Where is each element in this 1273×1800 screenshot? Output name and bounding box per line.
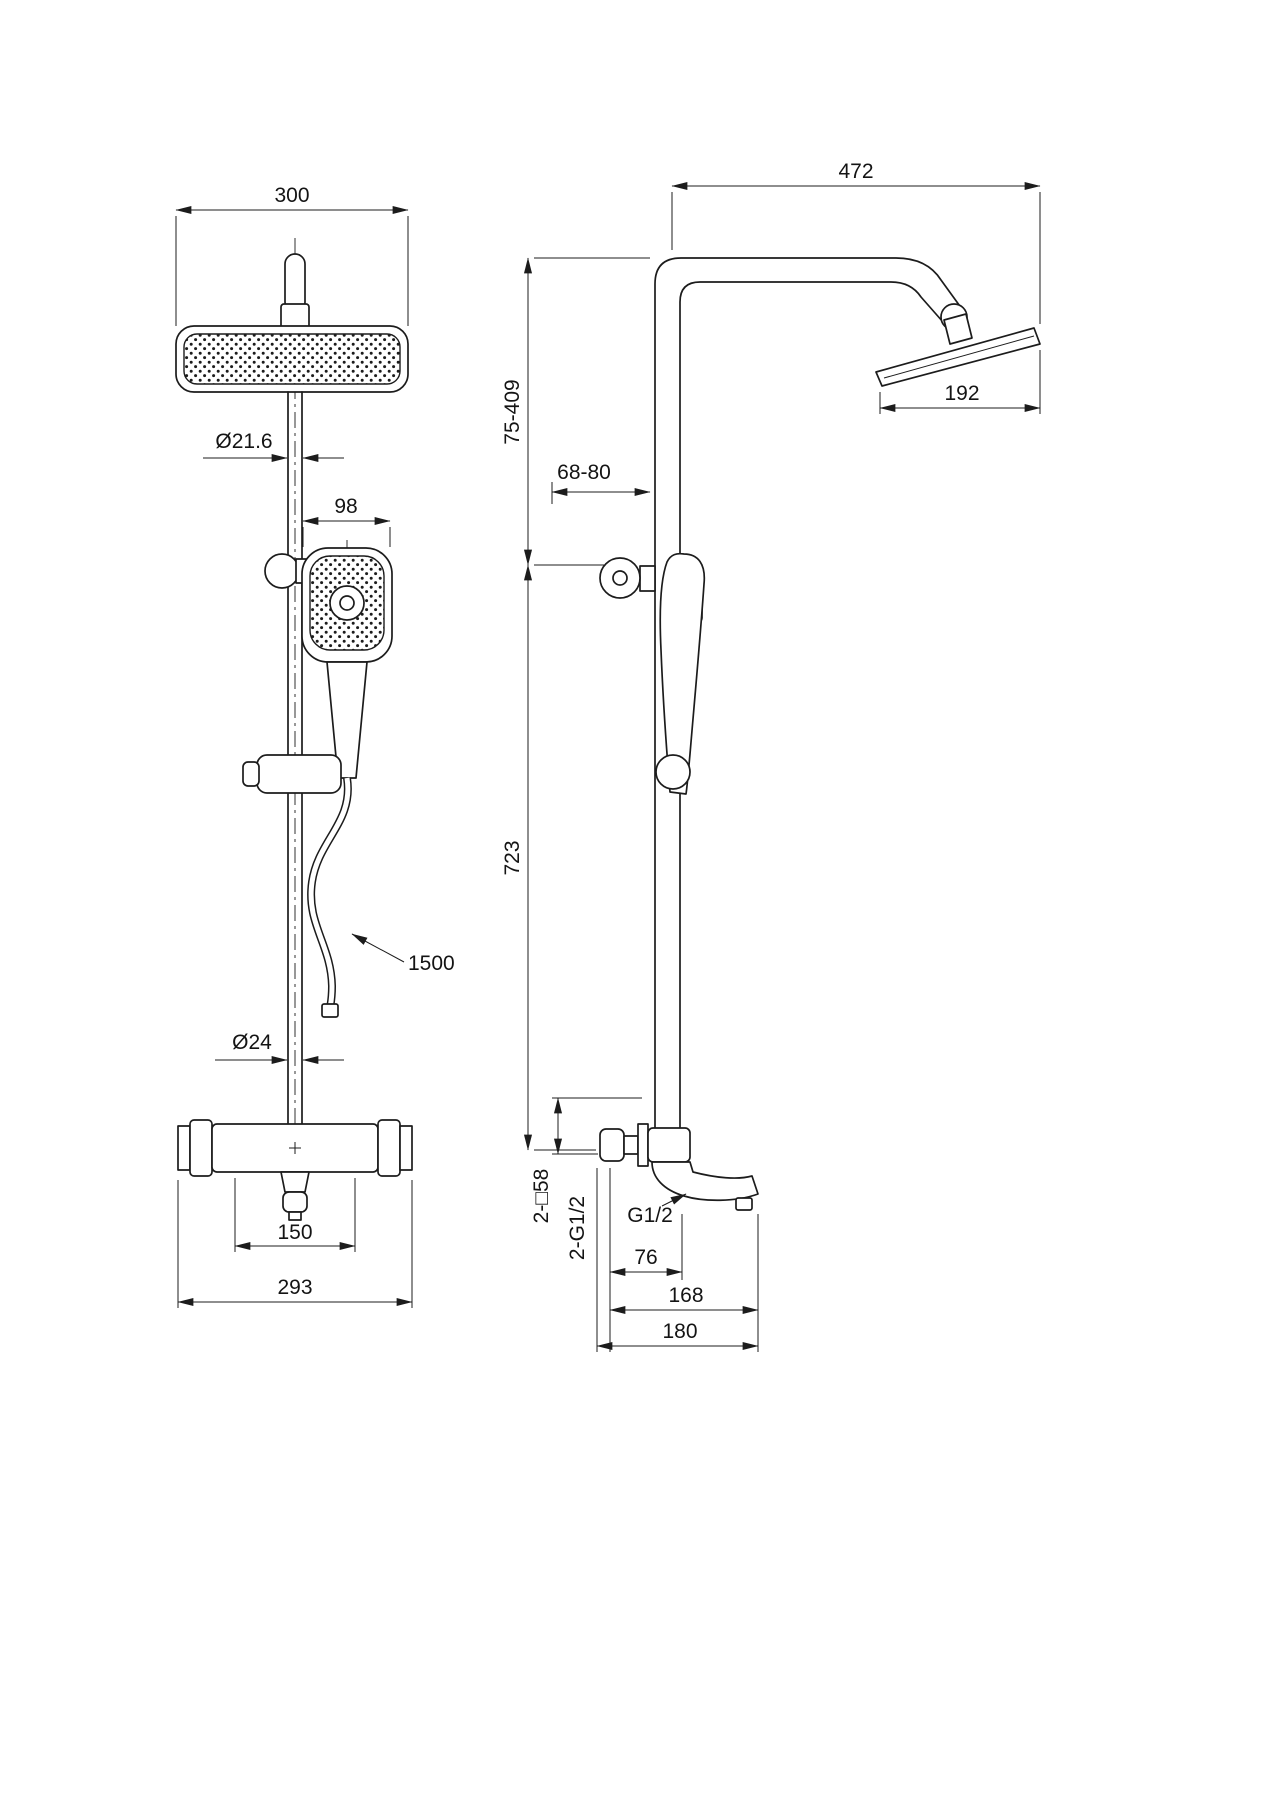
front-view: 300 Ø21.6 98 [175,184,455,1308]
dim-label-inlet-thread: 2-G1/2 [566,1196,589,1260]
side-dim-bracket-offset: 68-80 [551,461,651,504]
side-dim-flange-square: 2-□58 [530,1097,642,1224]
dim-label-flange-square: 2-□58 [530,1169,553,1224]
dim-label-outlet-thread: G1/2 [627,1204,673,1227]
side-hand-shower [659,552,706,795]
front-dim-valve-width: 293 [177,1180,413,1308]
dim-label-top-reach: 472 [838,160,873,183]
front-hand-shower [264,547,393,779]
front-valve-outlet [280,1171,310,1193]
dim-label-spout-reach: 168 [668,1284,703,1307]
front-hose-length-callout: 1500 [351,933,455,975]
dim-label-valve-width: 293 [277,1276,312,1299]
side-spout [651,1161,759,1202]
front-top-connector [280,253,310,331]
front-dim-pipe-dia: Ø21.6 [203,430,344,463]
front-overhead-shower [175,325,409,393]
side-dim-overall-depth: 180 [596,1168,759,1352]
side-label-outlet-thread: G1/2 [627,1193,687,1227]
side-dim-top-reach: 472 [671,160,1041,324]
side-wall-bracket [599,557,656,599]
dim-label-head-height-range: 75-409 [501,379,524,444]
front-dim-lower-pipe-dia: Ø24 [215,1031,344,1065]
side-dim-spout-offset: 76 [609,1168,683,1352]
dim-label-head-width: 300 [274,184,309,207]
side-dim-spout-reach: 168 [609,1214,759,1352]
side-dim-head-depth: 192 [879,350,1041,414]
dim-label-handshower-width: 98 [334,495,357,518]
side-overhead-shower [875,313,1041,387]
dim-label-column-height: 723 [501,840,524,875]
front-dim-head-width: 300 [175,184,409,326]
dim-label-lower-pipe-dia: Ø24 [232,1031,272,1054]
side-view: 472 192 75-409 68-80 [501,160,1041,1352]
side-valve [599,1123,759,1211]
side-dim-head-height-range: 75-409 [501,257,650,566]
front-slider-clamp [242,754,342,794]
side-label-inlet-thread: 2-G1/2 [566,1196,589,1260]
dim-label-spout-offset: 76 [634,1246,657,1269]
front-mixer-valve [177,1119,413,1221]
side-slider-knob [655,754,691,790]
front-handle [326,661,368,779]
dim-label-inlet-spacing: 150 [277,1221,312,1244]
front-hose [307,777,352,1018]
side-column-pipe [654,257,968,1131]
front-dim-handshower-width: 98 [302,495,391,547]
dim-label-overall-depth: 180 [662,1320,697,1343]
dim-label-bracket-offset: 68-80 [557,461,611,484]
dim-label-pipe-dia: Ø21.6 [215,430,272,453]
dim-label-hose-length: 1500 [408,952,455,975]
side-dim-column-height: 723 [501,564,596,1151]
front-dim-inlet-spacing: 150 [234,1178,356,1252]
dim-label-head-depth: 192 [944,382,979,405]
